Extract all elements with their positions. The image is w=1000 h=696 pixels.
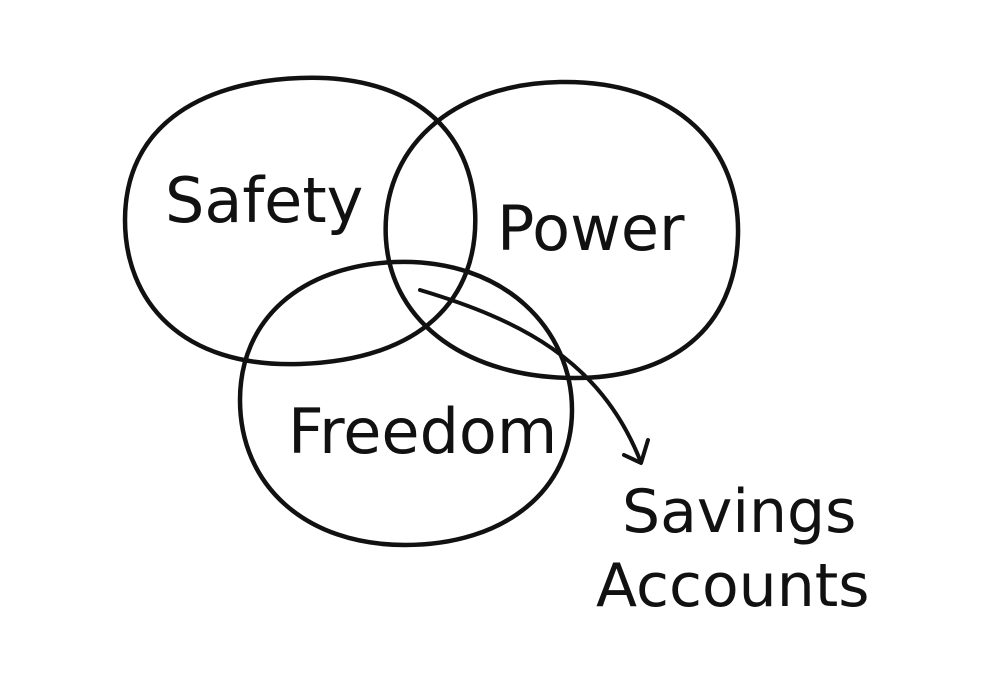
arrow-head [622, 438, 650, 465]
power-circle [383, 79, 741, 381]
freedom-circle [237, 259, 575, 548]
power-label: Power [497, 192, 685, 265]
annotation-line-2: Accounts [596, 551, 870, 621]
freedom-label: Freedom [288, 395, 557, 468]
annotation-line-1: Savings [622, 477, 856, 547]
safety-label: Safety [165, 164, 363, 237]
safety-circle [122, 75, 478, 367]
annotation-arrow [418, 288, 642, 462]
